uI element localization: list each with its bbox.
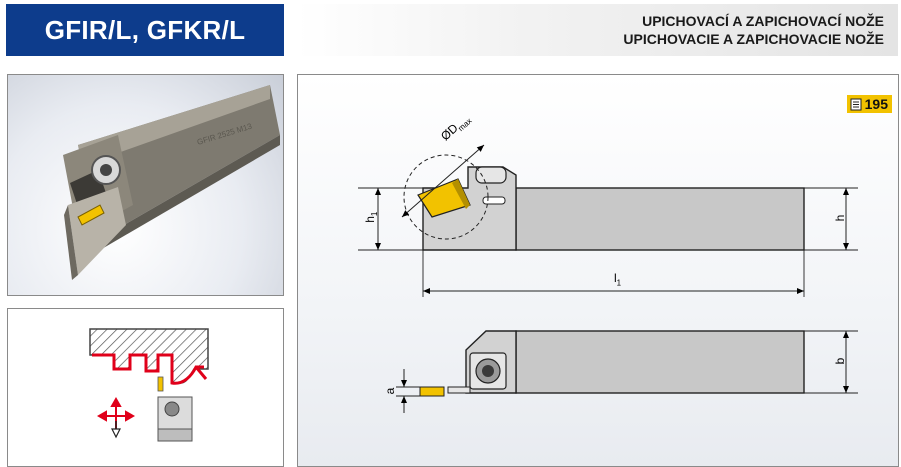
page-number: 195 <box>864 96 888 112</box>
product-photo: GFIR 2525 M13 <box>7 74 284 296</box>
grooving-profile-illustration <box>89 328 209 442</box>
category-header: UPICHOVACÍ A ZAPICHOVACÍ NOŽE UPICHOVACI… <box>296 4 898 56</box>
dimension-drawing <box>358 144 858 413</box>
product-code-text: GFIR/L, GFKR/L <box>44 14 246 45</box>
book-icon <box>850 98 862 110</box>
dimension-label-a: a <box>383 387 397 395</box>
dimension-label-h: h <box>833 214 847 222</box>
top-view <box>396 330 858 413</box>
machining-operation-diagram <box>7 308 284 467</box>
category-title-czech: UPICHOVACÍ A ZAPICHOVACÍ NOŽE <box>642 13 884 29</box>
dimension-label-l1: l1 <box>614 271 622 288</box>
dimension-label-h1: h1 <box>362 211 380 223</box>
category-titles: UPICHOVACÍ A ZAPICHOVACÍ NOŽE UPICHOVACI… <box>623 12 884 48</box>
tool-holder-photo-illustration: GFIR 2525 M13 <box>63 85 280 280</box>
category-title-slovak: UPICHOVACIE A ZAPICHOVACIE NOŽE <box>623 31 884 47</box>
dimension-label-b: b <box>833 357 847 365</box>
catalog-page-reference[interactable]: 195 <box>846 95 892 113</box>
side-view <box>358 144 858 297</box>
technical-drawing: 195 <box>297 74 899 467</box>
product-code-title: GFIR/L, GFKR/L <box>6 4 284 56</box>
